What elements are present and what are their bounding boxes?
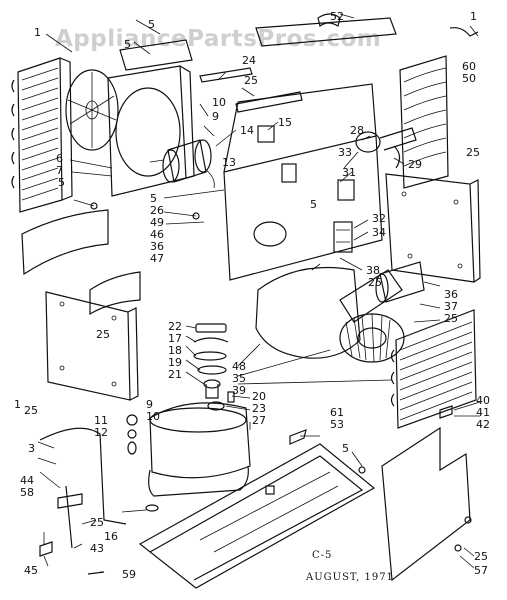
part-label: 40 <box>476 394 490 407</box>
part-label: 29 <box>408 158 422 171</box>
part-label: 25 <box>444 312 458 325</box>
left-baffle <box>21 209 141 316</box>
part-label: 3 <box>28 442 35 455</box>
refrigerant-tubing <box>39 427 127 549</box>
fan-shroud-panel <box>107 39 195 197</box>
part-label: 23 <box>252 402 266 415</box>
part-label: 36 <box>150 240 164 253</box>
part-label: 34 <box>372 226 386 239</box>
fasteners <box>39 202 472 575</box>
part-label: 21 <box>168 368 182 381</box>
part-label: 13 <box>222 156 236 169</box>
part-label: 25 <box>466 146 480 159</box>
part-label: 25 <box>474 550 488 563</box>
part-label: 50 <box>462 72 476 85</box>
part-label: 25 <box>244 74 258 87</box>
compressor <box>126 401 251 512</box>
part-label: 17 <box>168 332 182 345</box>
part-label: 31 <box>342 166 356 179</box>
part-label: 12 <box>94 426 108 439</box>
part-label: 10 <box>146 410 160 423</box>
part-label: 10 <box>212 96 226 109</box>
part-label: 61 <box>330 406 344 419</box>
part-label: 26 <box>150 204 164 217</box>
part-label: 48 <box>232 360 246 373</box>
part-label: 33 <box>338 146 352 159</box>
part-label: 42 <box>476 418 490 431</box>
part-label: 53 <box>330 418 344 431</box>
part-label: 11 <box>94 414 108 427</box>
part-label: 15 <box>278 116 292 129</box>
part-label: 35 <box>232 372 246 385</box>
part-label: 6 <box>56 152 63 165</box>
leader-lines <box>37 13 481 573</box>
part-label: 5 <box>342 442 349 455</box>
part-label: 14 <box>240 124 254 137</box>
part-label: 24 <box>242 54 256 67</box>
base-pan <box>138 443 376 589</box>
part-number-labels: 1 5 5 52 1 24 25 60 50 10 9 14 15 28 6 7… <box>14 10 490 581</box>
part-label: 1 <box>14 398 21 411</box>
part-label: 36 <box>444 288 458 301</box>
part-label: 5 <box>124 38 131 51</box>
part-label: 22 <box>168 320 182 333</box>
part-label: 45 <box>24 564 38 577</box>
part-label: 41 <box>476 406 490 419</box>
part-label: 25 <box>368 276 382 289</box>
control-components <box>317 13 417 253</box>
part-label: 60 <box>462 60 476 73</box>
part-label: 1 <box>34 26 41 39</box>
part-label: 25 <box>96 328 110 341</box>
part-label: 43 <box>90 542 104 555</box>
part-label: 39 <box>232 384 246 397</box>
part-label: 52 <box>330 10 344 23</box>
part-label: 25 <box>24 404 38 417</box>
part-label: 9 <box>146 398 153 411</box>
right-side-panel <box>385 173 481 283</box>
part-label: 5 <box>58 176 65 189</box>
part-label: 28 <box>350 124 364 137</box>
small-parts-stack <box>193 323 235 403</box>
heater-element <box>399 27 479 189</box>
part-label: 1 <box>470 10 477 23</box>
part-label: 57 <box>474 564 488 577</box>
part-label: 18 <box>168 344 182 357</box>
part-label: 5 <box>148 18 155 31</box>
left-side-panel <box>45 291 139 401</box>
center-bulkhead-panel <box>223 83 383 281</box>
part-label: 46 <box>150 228 164 241</box>
back-cover-panel <box>381 426 471 582</box>
part-label: 5 <box>310 198 317 211</box>
fan-blade <box>65 69 119 151</box>
part-label: 20 <box>252 390 266 403</box>
diagram-date: AUGUST, 1971 <box>305 572 394 583</box>
part-label: 19 <box>168 356 182 369</box>
part-label: 38 <box>366 264 380 277</box>
part-label: 27 <box>252 414 266 427</box>
blower-assembly <box>255 261 425 363</box>
part-label: 37 <box>444 300 458 313</box>
watermark-text: AppliancePartsPros.com <box>55 26 381 52</box>
part-label: 44 <box>20 474 34 487</box>
part-label: 16 <box>104 530 118 543</box>
evaporator-coil-right <box>390 309 477 429</box>
part-label: 7 <box>56 164 63 177</box>
part-label: 5 <box>150 192 157 205</box>
part-label: 49 <box>150 216 164 229</box>
part-label: 58 <box>20 486 34 499</box>
part-label: 9 <box>212 110 219 123</box>
fan-motor <box>149 139 215 189</box>
part-label: 32 <box>372 212 386 225</box>
part-label: 59 <box>122 568 136 581</box>
condenser-coil-left <box>11 57 73 213</box>
part-label: 47 <box>150 252 164 265</box>
diagram-code: C-5 <box>312 550 332 561</box>
part-label: 25 <box>90 516 104 529</box>
